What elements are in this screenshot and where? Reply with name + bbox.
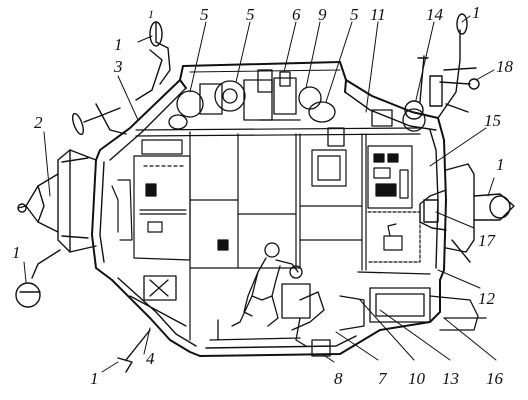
callout-12: 12 <box>478 289 495 308</box>
callout-1-top-right: 1 <box>472 3 481 22</box>
callout-18: 18 <box>496 57 513 76</box>
callout-4: 4 <box>146 349 155 368</box>
upper-equipment <box>168 69 426 147</box>
callout-5-b: 5 <box>246 5 255 24</box>
callout-9: 9 <box>318 5 327 24</box>
callout-11: 11 <box>370 5 386 24</box>
callout-7: 7 <box>378 369 387 388</box>
control-panel <box>367 145 421 263</box>
callout-1-bottom: 1 <box>90 369 99 388</box>
lower-equipment <box>129 271 487 357</box>
callout-6: 6 <box>292 5 301 24</box>
hull-outline <box>91 61 447 357</box>
callout-3: 3 <box>114 57 123 76</box>
callout-1-right: 1 <box>496 155 505 174</box>
callout-16: 16 <box>486 369 503 388</box>
leader-lines <box>23 15 497 373</box>
callout-15: 15 <box>484 111 501 130</box>
callout-13: 13 <box>442 369 459 388</box>
side-hatch-right <box>419 163 515 263</box>
antennas <box>15 13 480 373</box>
callout-14: 14 <box>426 5 443 24</box>
callout-10: 10 <box>408 369 425 388</box>
docking-port-left <box>17 149 97 253</box>
callout-17: 17 <box>478 231 495 250</box>
cosmonaut-figure <box>231 242 325 347</box>
callout-2: 2 <box>34 113 43 132</box>
callout-1-top-left-small: 1 <box>148 7 154 21</box>
interior-frame <box>133 127 421 341</box>
callout-8: 8 <box>334 369 343 388</box>
left-lockers <box>111 139 229 251</box>
callout-1-left: 1 <box>12 243 21 262</box>
callout-5-a: 5 <box>200 5 209 24</box>
callout-5-c: 5 <box>350 5 359 24</box>
callout-1-top-left: 1 <box>114 35 123 54</box>
